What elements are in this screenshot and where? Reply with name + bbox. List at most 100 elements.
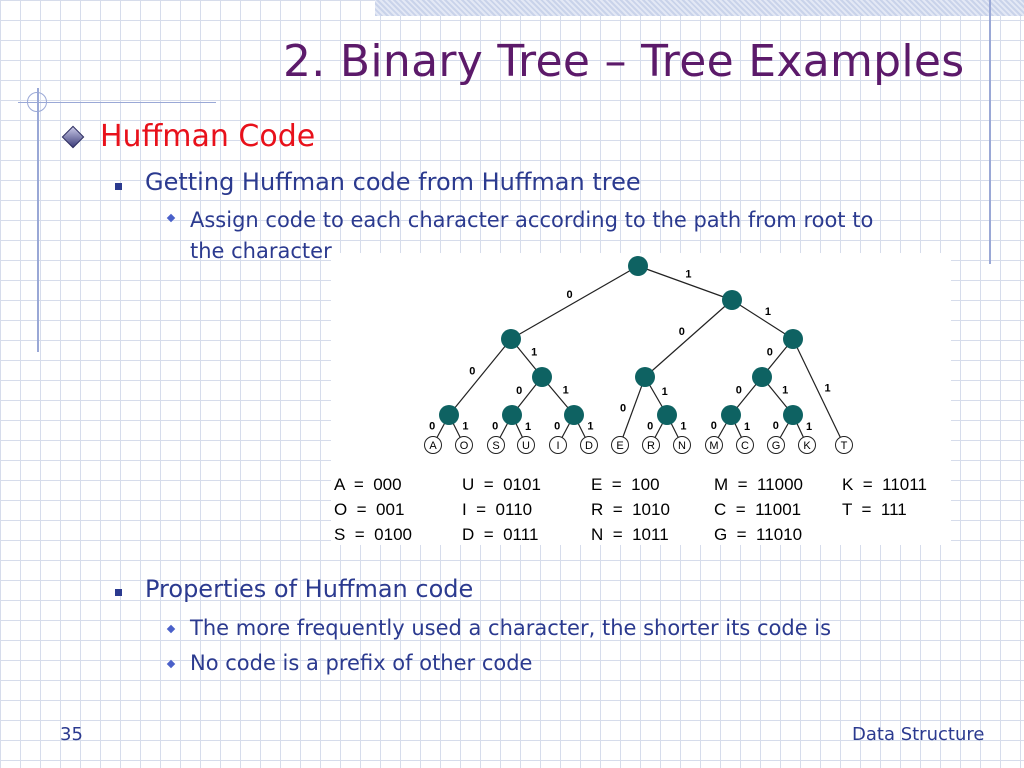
tree-edge bbox=[619, 376, 646, 446]
edge-label: 0 bbox=[736, 385, 742, 397]
tree-node bbox=[501, 329, 521, 349]
code-entry-s: S = 0100 bbox=[334, 525, 412, 544]
tree-node bbox=[564, 405, 584, 425]
edge-label: 1 bbox=[685, 269, 691, 281]
edge-label: 0 bbox=[566, 289, 572, 301]
code-entry-m: M = 11000 bbox=[714, 475, 803, 494]
leaf-node-o bbox=[455, 436, 473, 454]
leaf-label: S bbox=[492, 440, 499, 452]
edge-label: 1 bbox=[563, 385, 569, 397]
edge-label: 1 bbox=[824, 383, 830, 395]
leaf-label: O bbox=[460, 440, 469, 452]
small-diamond-bullet-icon bbox=[166, 213, 176, 223]
edge-label: 0 bbox=[647, 420, 653, 432]
tree-edge bbox=[637, 265, 733, 301]
slide-title: 2. Binary Tree – Tree Examples bbox=[283, 36, 965, 87]
edge-label: 1 bbox=[765, 306, 771, 318]
code-entry-g: G = 11010 bbox=[714, 525, 803, 544]
edge-label: 0 bbox=[679, 326, 685, 338]
tree-node bbox=[502, 405, 522, 425]
leaf-node-u bbox=[517, 436, 535, 454]
sub-bullet-assign-code: Assign code to each character according … bbox=[190, 208, 874, 232]
edge-label: 0 bbox=[767, 347, 773, 359]
edge-label: 1 bbox=[587, 421, 593, 433]
leaf-node-r bbox=[642, 436, 660, 454]
edge-label: 0 bbox=[554, 420, 560, 432]
edge-label: 0 bbox=[711, 420, 717, 432]
edge-label: 1 bbox=[806, 421, 812, 433]
tree-node bbox=[635, 367, 655, 387]
code-entry-o: O = 001 bbox=[334, 500, 405, 519]
leaf-label: A bbox=[429, 440, 437, 452]
small-diamond-bullet-icon bbox=[166, 659, 176, 669]
square-bullet-icon bbox=[115, 589, 122, 596]
tree-edge bbox=[510, 265, 639, 340]
edge-label: 1 bbox=[744, 421, 750, 433]
leaf-node-c bbox=[736, 436, 754, 454]
top-decorative-band bbox=[375, 0, 1024, 16]
leaf-node-n bbox=[673, 436, 691, 454]
leaf-label: G bbox=[772, 440, 781, 452]
code-entry-d: D = 0111 bbox=[462, 525, 539, 544]
sub-bullet-assign-code-cont: the character bbox=[190, 239, 332, 263]
tree-node bbox=[657, 405, 677, 425]
leaf-label: N bbox=[678, 440, 686, 452]
tree-edge bbox=[731, 299, 794, 340]
code-entry-u: U = 0101 bbox=[462, 475, 541, 494]
leaf-node-a bbox=[424, 436, 442, 454]
leaf-label: E bbox=[616, 440, 623, 452]
leaf-label: C bbox=[741, 440, 749, 452]
code-entry-a: A = 000 bbox=[334, 475, 402, 494]
code-entry-t: T = 111 bbox=[842, 500, 907, 519]
code-entry-n: N = 1011 bbox=[591, 525, 669, 544]
edge-label: 1 bbox=[531, 347, 537, 359]
tree-node bbox=[628, 256, 648, 276]
small-diamond-bullet-icon bbox=[166, 624, 176, 634]
leaf-node-d bbox=[580, 436, 598, 454]
tree-node bbox=[783, 405, 803, 425]
tree-edge bbox=[644, 299, 733, 378]
edge-label: 0 bbox=[773, 420, 779, 432]
right-vertical-rule bbox=[989, 0, 991, 264]
edge-label: 1 bbox=[662, 386, 668, 398]
bullet-getting-code: Getting Huffman code from Huffman tree bbox=[145, 168, 641, 196]
sub-bullet-prefix: No code is a prefix of other code bbox=[190, 651, 533, 675]
leaf-label: T bbox=[841, 440, 848, 452]
leaf-node-i bbox=[549, 436, 567, 454]
heading-huffman-code: Huffman Code bbox=[100, 119, 316, 154]
leaf-label: D bbox=[585, 440, 593, 452]
leaf-node-e bbox=[611, 436, 629, 454]
code-entry-i: I = 0110 bbox=[462, 500, 533, 519]
leaf-node-t bbox=[835, 436, 853, 454]
code-entry-r: R = 1010 bbox=[591, 500, 670, 519]
footer-course-title: Data Structure bbox=[852, 724, 985, 745]
leaf-node-m bbox=[705, 436, 723, 454]
tree-node bbox=[722, 290, 742, 310]
code-entry-e: E = 100 bbox=[591, 475, 660, 494]
left-vertical-rule bbox=[37, 88, 39, 352]
leaf-node-s bbox=[487, 436, 505, 454]
bullet-properties: Properties of Huffman code bbox=[145, 575, 474, 603]
edge-label: 1 bbox=[782, 385, 788, 397]
leaf-label: U bbox=[522, 440, 530, 452]
tree-edge bbox=[792, 338, 845, 446]
leaf-node-g bbox=[767, 436, 785, 454]
edge-label: 1 bbox=[462, 421, 468, 433]
edge-label: 0 bbox=[492, 420, 498, 432]
leaf-label: K bbox=[803, 440, 811, 452]
tree-edge bbox=[448, 338, 512, 416]
edge-label: 1 bbox=[525, 421, 531, 433]
leaf-label: R bbox=[647, 440, 655, 452]
sub-bullet-frequency: The more frequently used a character, th… bbox=[190, 616, 832, 640]
horizontal-rule bbox=[18, 102, 216, 103]
leaf-label: I bbox=[556, 440, 559, 452]
edge-label: 0 bbox=[469, 366, 475, 378]
code-entry-c: C = 11001 bbox=[714, 500, 802, 519]
tree-node bbox=[752, 367, 772, 387]
edge-label: 0 bbox=[516, 385, 522, 397]
code-entry-k: K = 11011 bbox=[842, 475, 927, 494]
tree-node bbox=[532, 367, 552, 387]
crosshair-circle-icon bbox=[27, 92, 47, 112]
